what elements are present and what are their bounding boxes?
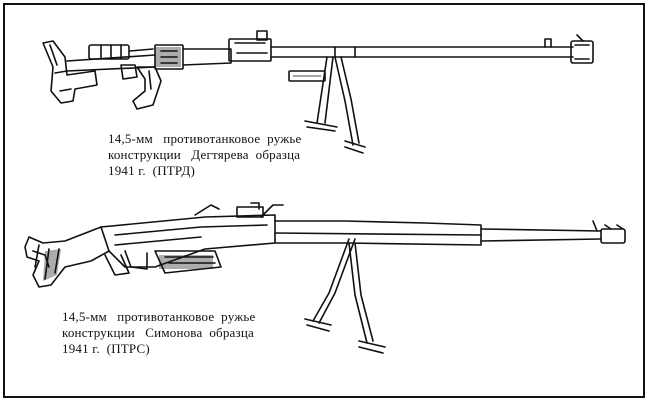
- ptrs-caption: 14,5-мм противотанковое ружье конструкци…: [62, 309, 256, 357]
- ptrd-caption-line-1: 14,5-мм противотанковое ружье: [108, 131, 302, 146]
- ptrd-caption: 14,5-мм противотанковое ружье конструкци…: [108, 131, 302, 179]
- ptrd-rifle-drawing: [42, 30, 594, 154]
- ptrs-caption-line-3: 1941 г. (ПТРС): [62, 341, 150, 356]
- ptrs-caption-line-1: 14,5-мм противотанковое ружье: [62, 309, 256, 324]
- rifle-illustrations: [24, 30, 626, 354]
- ptrd-caption-line-3: 1941 г. (ПТРД): [108, 163, 195, 178]
- ptrs-rifle-drawing: [24, 202, 626, 354]
- figure-page: 14,5-мм противотанковое ружье конструкци…: [3, 3, 645, 398]
- ptrd-caption-line-2: конструкции Дегтярева образца: [108, 147, 301, 162]
- ptrs-caption-line-2: конструкции Симонова образца: [62, 325, 254, 340]
